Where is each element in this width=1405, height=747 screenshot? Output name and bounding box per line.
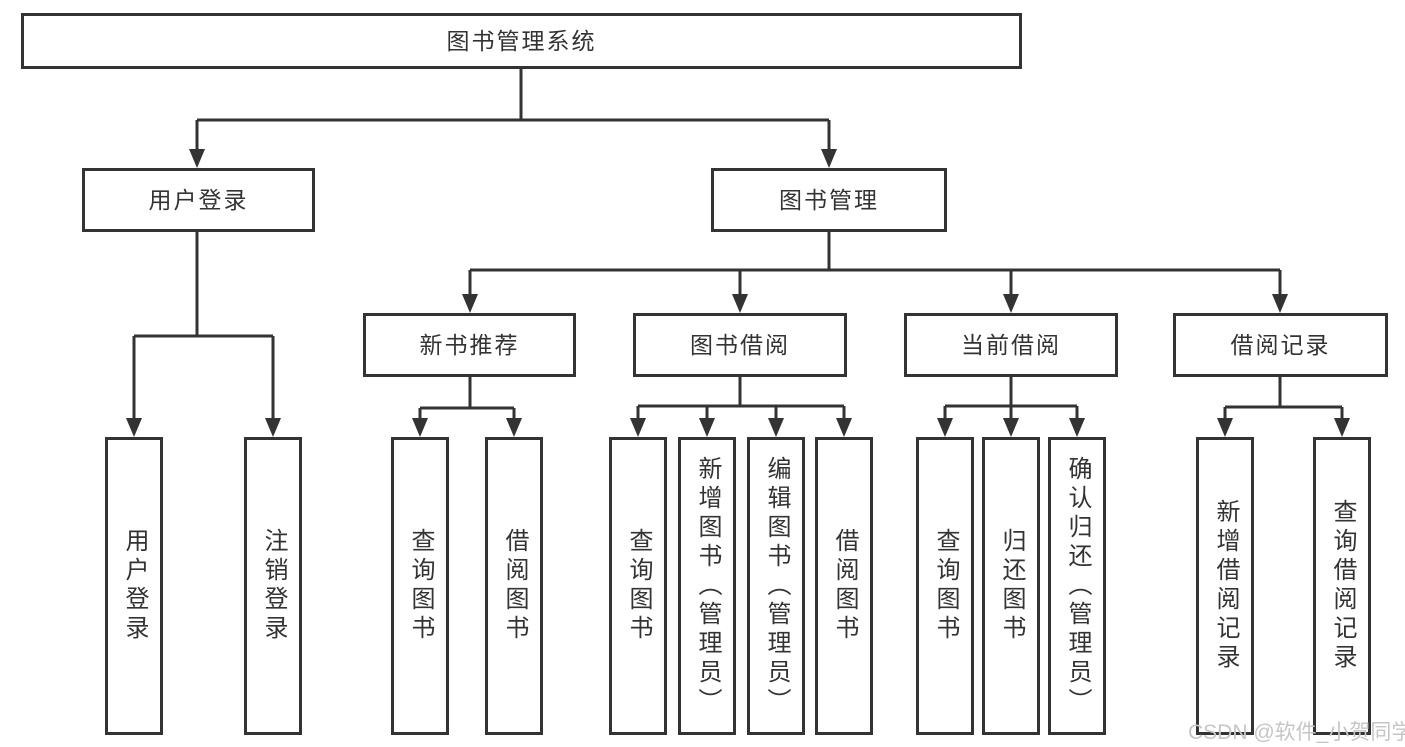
leaf-label: 用户登录 [121,528,148,644]
leaf-label: 归还图书 [998,528,1025,644]
node-book-management-branch: 图书管理 [711,168,947,232]
leaf-label: 查询借阅记录 [1329,499,1356,673]
leaf-user-login: 用户登录 [105,437,163,735]
leaf-label: 查询图书 [625,528,652,644]
leaf-label: 编辑图书（管理员） [763,455,790,717]
leaf-recommend-query-books: 查询图书 [391,437,449,735]
node-label: 用户登录 [148,186,249,213]
leaf-add-borrow-record: 新增借阅记录 [1196,437,1254,735]
leaf-label: 确认归还（管理员） [1064,455,1091,717]
csdn-watermark: CSDN @软件_小贺同学 [1188,721,1405,744]
leaf-confirm-return-admin: 确认归还（管理员） [1048,437,1106,735]
node-label: 图书管理 [779,186,879,213]
leaf-label: 借阅图书 [831,528,858,644]
node-new-book-recommend: 新书推荐 [363,313,576,377]
leaf-label: 新增借阅记录 [1212,499,1239,673]
leaf-label: 借阅图书 [501,528,528,644]
leaf-borrow-books: 借阅图书 [815,437,873,735]
node-label: 图书管理系统 [446,27,597,54]
leaf-borrow-query-books: 查询图书 [609,437,667,735]
leaf-query-borrow-record: 查询借阅记录 [1313,437,1371,735]
leaf-label: 注销登录 [260,528,287,644]
leaf-recommend-borrow-books: 借阅图书 [485,437,543,735]
node-borrow-records: 借阅记录 [1173,313,1388,377]
leaf-logout: 注销登录 [244,437,302,735]
node-current-borrow: 当前借阅 [904,313,1118,377]
leaf-add-books-admin: 新增图书（管理员） [678,437,736,735]
node-label: 新书推荐 [419,331,520,358]
node-label: 当前借阅 [961,331,1061,358]
node-book-borrow: 图书借阅 [633,313,847,377]
leaf-edit-books-admin: 编辑图书（管理员） [747,437,805,735]
leaf-label: 新增图书（管理员） [694,455,721,717]
leaf-current-query-books: 查询图书 [916,437,974,735]
leaf-label: 查询图书 [932,528,959,644]
node-library-management-system: 图书管理系统 [21,13,1022,69]
node-label: 图书借阅 [690,331,790,358]
leaf-return-books: 归还图书 [982,437,1040,735]
leaf-label: 查询图书 [407,528,434,644]
node-label: 借阅记录 [1230,331,1331,358]
node-user-login-branch: 用户登录 [82,168,315,232]
